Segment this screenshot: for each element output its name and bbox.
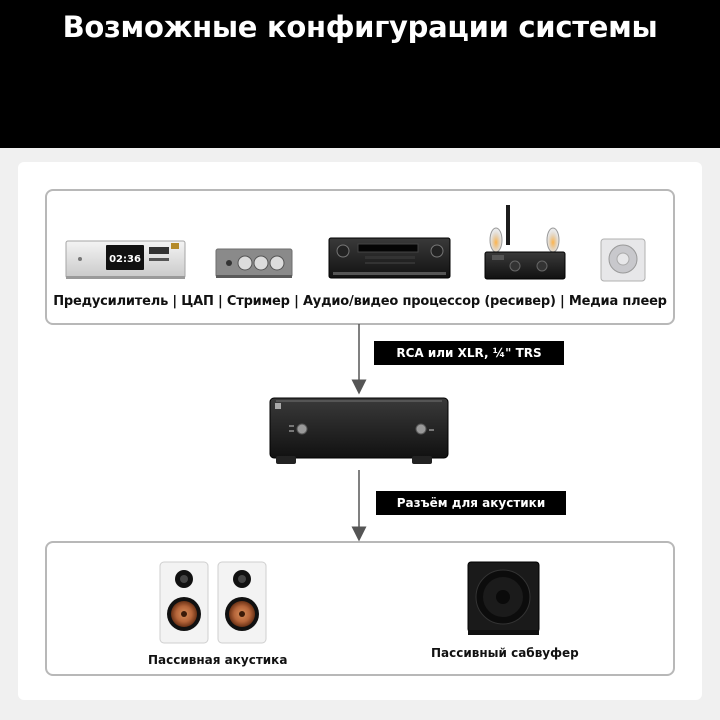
passive-subwoofer-device [467,561,540,635]
passive-speakers-label: Пассивная акустика [148,653,288,667]
dac-device [215,248,293,278]
cable-connection-tag: RCA или XLR, ¼" TRS [374,341,564,365]
power-amplifier-device [269,397,449,464]
passive-speaker-right [217,561,267,644]
tube-amplifier-device [484,205,566,280]
passive-speaker-left [159,561,209,644]
source-devices-label: Предусилитель | ЦАП | Стример | Аудио/ви… [53,294,667,309]
passive-subwoofer-label: Пассивный сабвуфер [431,646,579,660]
page-title: Возможные конфигурации системы [62,10,658,44]
av-receiver-device [328,237,451,279]
dac-display-text: 02:36 [109,254,141,265]
source-devices-box [45,189,675,325]
preamplifier-device: 02:36 [65,240,186,279]
output-devices-box [45,541,675,676]
speaker-connection-tag: Разъём для акустики [376,491,566,515]
header-banner: Возможные конфигурации системы [0,0,720,148]
media-player-device [600,238,646,282]
